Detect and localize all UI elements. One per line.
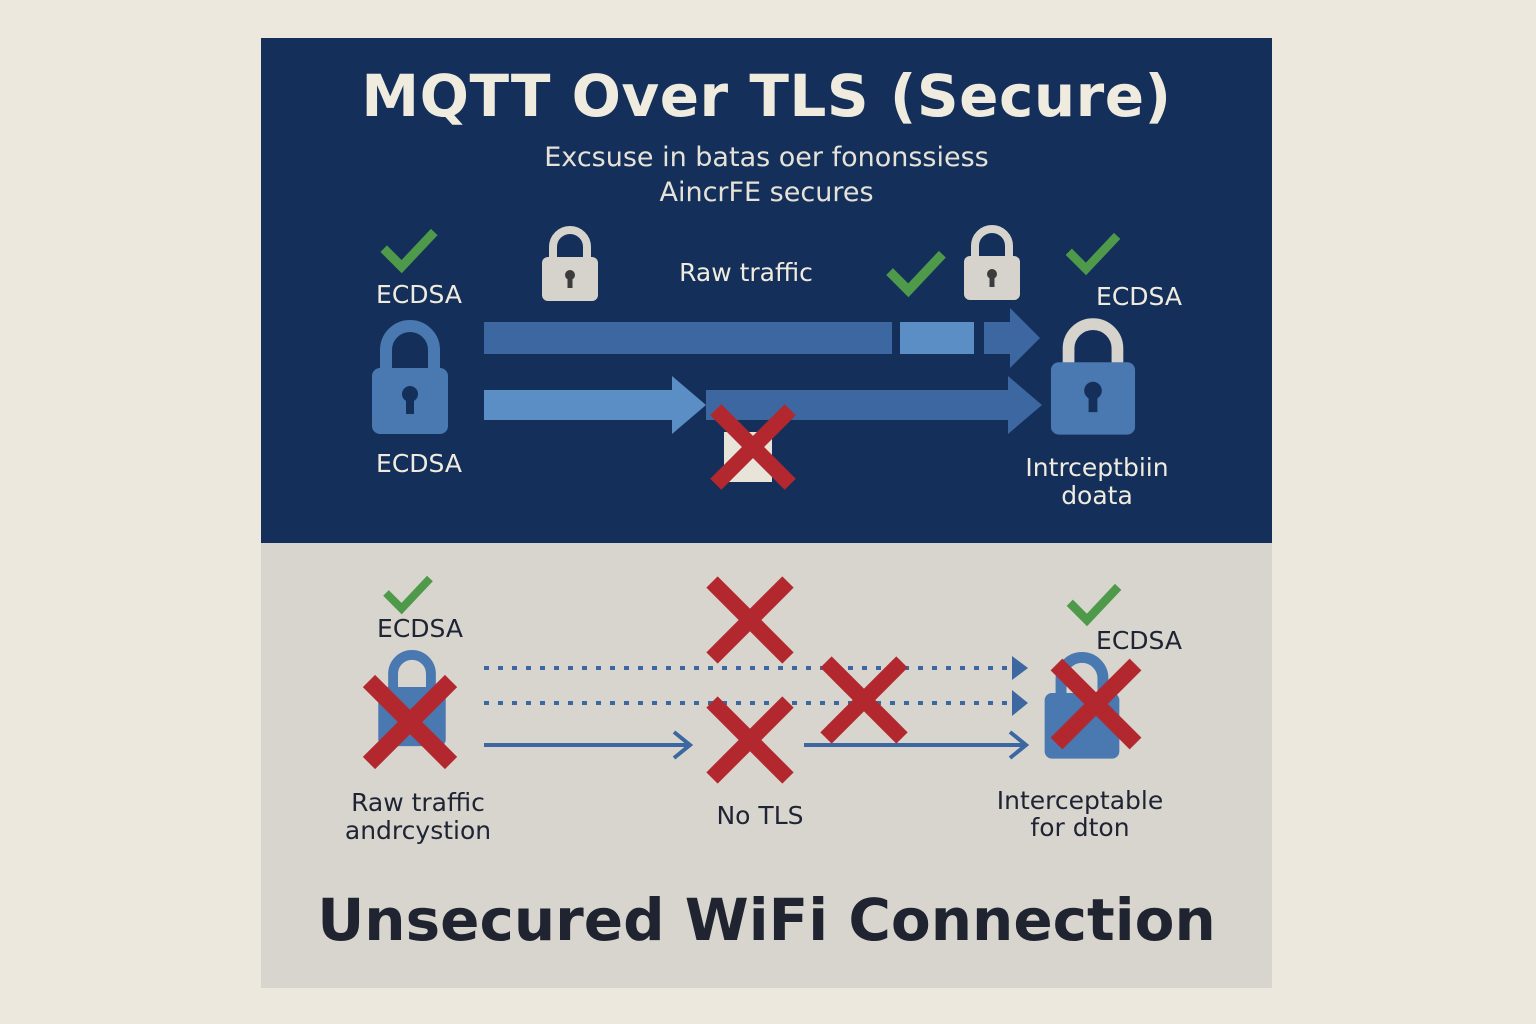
unsecured-title: Unsecured WiFi Connection (317, 886, 1216, 954)
check-icon (382, 575, 434, 615)
bottom-right-ecdsa-label: ECDSA (1096, 626, 1182, 655)
cross-icon (1044, 652, 1148, 756)
bottom-right-caption-line2: for dton (1030, 813, 1130, 842)
left-ecdsa-bottom-label: ECDSA (376, 449, 462, 478)
bottom-right-caption-line1: Interceptable (996, 786, 1164, 815)
cross-icon (700, 570, 800, 670)
left-ecdsa-top-label: ECDSA (376, 280, 462, 309)
right-ecdsa-label: ECDSA (1096, 282, 1182, 311)
raw-traffic-label: Raw traffic (679, 258, 813, 287)
bottom-left-ecdsa-label: ECDSA (377, 614, 463, 643)
secure-subtitle-line2: AincrFE secures (659, 177, 874, 208)
bottom-left-caption-line1: Raw traffic (351, 788, 485, 817)
cross-icon (356, 668, 464, 776)
right-caption-line1: Intrceptbiin (1025, 453, 1169, 482)
bottom-left-caption-line2: andrcystion (344, 816, 492, 845)
check-icon (1066, 583, 1122, 627)
cross-icon (814, 650, 914, 750)
right-caption-line2: doata (1061, 481, 1133, 510)
secure-title: MQTT Over TLS (Secure) (361, 62, 1172, 130)
cross-icon (700, 690, 800, 790)
no-tls-label: No TLS (716, 801, 804, 830)
secure-subtitle-line1: Excsuse in batas oer fononssiess (544, 142, 989, 173)
